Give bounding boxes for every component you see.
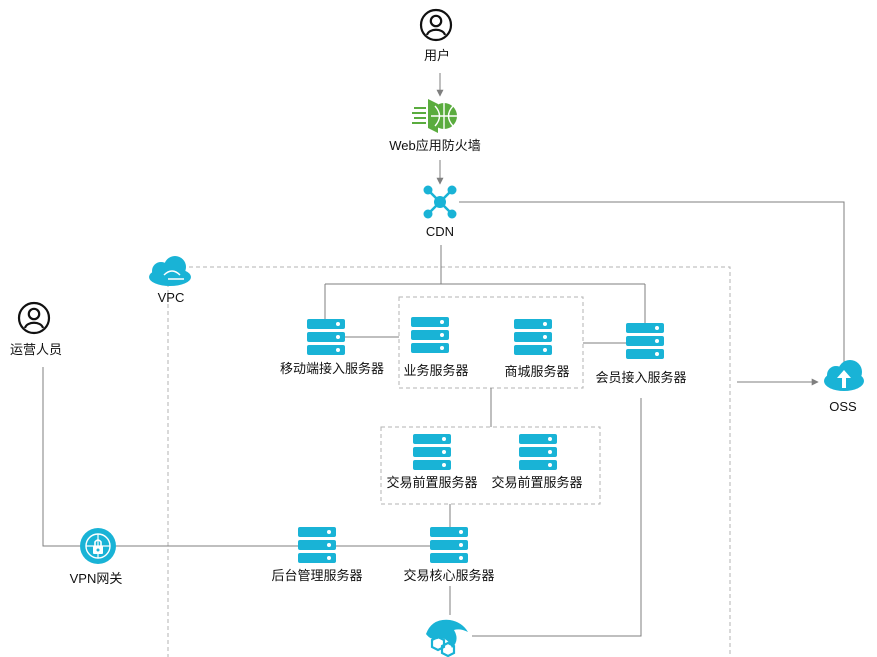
node-oss: OSS	[824, 360, 864, 414]
edge-ops-vpn	[42, 367, 80, 547]
member-server-label: 会员接入服务器	[595, 370, 686, 385]
node-database	[426, 619, 468, 657]
node-front-server-2: 交易前置服务器	[491, 434, 583, 490]
server-icon	[519, 434, 557, 470]
node-admin-server: 后台管理服务器	[271, 527, 363, 583]
cdn-label: CDN	[426, 224, 454, 239]
business-server-label: 业务服务器	[403, 363, 468, 378]
edge-member-db	[472, 398, 642, 637]
server-icon	[307, 319, 345, 355]
server-icon	[626, 323, 664, 359]
server-icon	[413, 434, 451, 470]
vpc-boundary	[167, 266, 731, 657]
node-mall-server: 商城服务器	[504, 319, 570, 379]
server-icon	[298, 527, 336, 563]
core-server-label: 交易核心服务器	[403, 568, 494, 583]
node-vpc: VPC	[149, 256, 191, 305]
vpn-label: VPN网关	[70, 571, 123, 586]
server-icon	[514, 319, 552, 355]
node-vpn: VPN网关	[70, 528, 123, 586]
node-waf: Web应用防火墙	[389, 99, 481, 153]
node-business-server: 业务服务器	[403, 317, 469, 378]
vpc-label: VPC	[158, 290, 185, 305]
edge-cdn-oss	[459, 201, 845, 364]
waf-label: Web应用防火墙	[389, 138, 481, 153]
connections	[42, 73, 845, 637]
user-icon	[17, 301, 51, 335]
admin-server-label: 后台管理服务器	[271, 568, 362, 583]
node-front-server-1: 交易前置服务器	[386, 434, 478, 490]
front-server-2-label: 交易前置服务器	[491, 475, 582, 490]
node-user: 用户	[419, 8, 453, 63]
user-label: 用户	[424, 48, 450, 63]
node-ops: 运营人员	[10, 301, 62, 357]
node-member-server: 会员接入服务器	[595, 323, 687, 385]
vpn-gateway-icon	[80, 528, 116, 564]
node-mobile-server: 移动端接入服务器	[280, 319, 384, 376]
firewall-icon	[412, 99, 457, 133]
node-core-server: 交易核心服务器	[403, 527, 495, 583]
cdn-icon	[423, 185, 457, 219]
oss-label: OSS	[829, 399, 857, 414]
server-icon	[411, 317, 449, 353]
ops-label: 运营人员	[10, 342, 62, 357]
front-server-1-label: 交易前置服务器	[386, 475, 477, 490]
mall-server-label: 商城服务器	[504, 364, 569, 379]
user-icon	[419, 8, 453, 42]
node-cdn: CDN	[423, 185, 457, 239]
database-icon	[426, 619, 468, 657]
oss-icon	[824, 360, 864, 391]
server-icon	[430, 527, 468, 563]
mobile-server-label: 移动端接入服务器	[280, 361, 384, 376]
cloud-icon	[149, 256, 191, 286]
front-group-box	[380, 426, 601, 505]
